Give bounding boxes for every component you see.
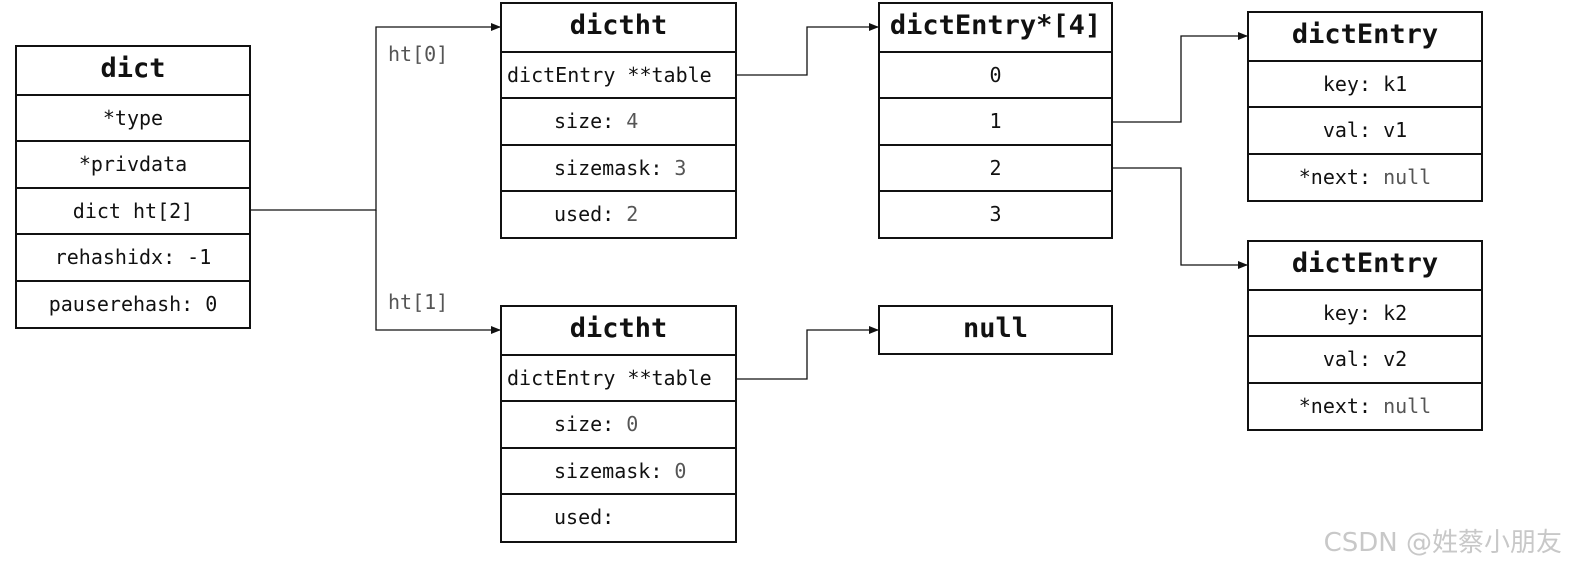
null-box-title: null — [962, 313, 1029, 344]
bucket-array: dictEntry*[4] 0 1 2 3 — [878, 2, 1113, 239]
dictht-1: dictht dictEntry **table size: 0 sizemas… — [500, 305, 737, 543]
ht0-label: ht[0] — [388, 42, 449, 66]
link-bucket2-to-entry2 — [1112, 167, 1248, 269]
dict-entry-2-next: *next: null — [1249, 381, 1481, 429]
link-bucket1-to-entry1 — [1112, 32, 1248, 123]
link-table0-to-array — [736, 23, 879, 76]
dictht-1-title: dictht — [569, 313, 668, 344]
dictht-1-size: size: 0 — [502, 400, 735, 447]
dictht-0-table: dictEntry **table — [502, 50, 735, 98]
dict-struct: dict *type *privdata dict ht[2] rehashid… — [15, 45, 251, 329]
dict-field-pauserehash: pauserehash: 0 — [17, 279, 249, 327]
dict-field-privdata: *privdata — [17, 140, 249, 187]
dict-entry-2-val: val: v2 — [1249, 335, 1481, 382]
dict-field-ht: dict ht[2] — [17, 186, 249, 234]
bucket-3: 3 — [880, 190, 1111, 237]
dict-entry-1-next: *next: null — [1249, 152, 1481, 200]
bucket-array-title: dictEntry*[4] — [889, 10, 1102, 41]
dictht-1-table: dictEntry **table — [502, 353, 735, 401]
link-dict-to-ht1 — [375, 210, 501, 334]
link-table1-to-null — [736, 326, 879, 380]
dictht-0-sizemask: sizemask: 3 — [502, 143, 735, 191]
dictht-1-sizemask: sizemask: 0 — [502, 446, 735, 494]
link-dict-to-ht0 — [250, 23, 501, 211]
dict-entry-1-key: key: k1 — [1249, 59, 1481, 107]
dict-entry-1-title: dictEntry — [1291, 19, 1439, 50]
bucket-1: 1 — [880, 97, 1111, 144]
dictht-0-used: used: 2 — [502, 190, 735, 237]
dictht-0: dictht dictEntry **table size: 4 sizemas… — [500, 2, 737, 239]
dict-entry-1: dictEntry key: k1 val: v1 *next: null — [1247, 11, 1483, 202]
dict-entry-2: dictEntry key: k2 val: v2 *next: null — [1247, 240, 1483, 431]
dictht-0-size: size: 4 — [502, 97, 735, 144]
ht1-label: ht[1] — [388, 290, 449, 314]
dictht-1-used: used: — [502, 493, 735, 540]
bucket-2: 2 — [880, 143, 1111, 191]
dict-entry-2-key: key: k2 — [1249, 288, 1481, 336]
dictht-0-title: dictht — [569, 10, 668, 41]
watermark: CSDN @姓蔡小朋友 — [1323, 528, 1562, 558]
dict-entry-1-val: val: v1 — [1249, 106, 1481, 153]
bucket-0: 0 — [880, 50, 1111, 98]
null-box: null — [878, 305, 1113, 355]
dict-title: dict — [100, 53, 166, 84]
dict-entry-2-title: dictEntry — [1291, 248, 1439, 279]
dict-field-type: *type — [17, 93, 249, 141]
dict-field-rehashidx: rehashidx: -1 — [17, 233, 249, 280]
